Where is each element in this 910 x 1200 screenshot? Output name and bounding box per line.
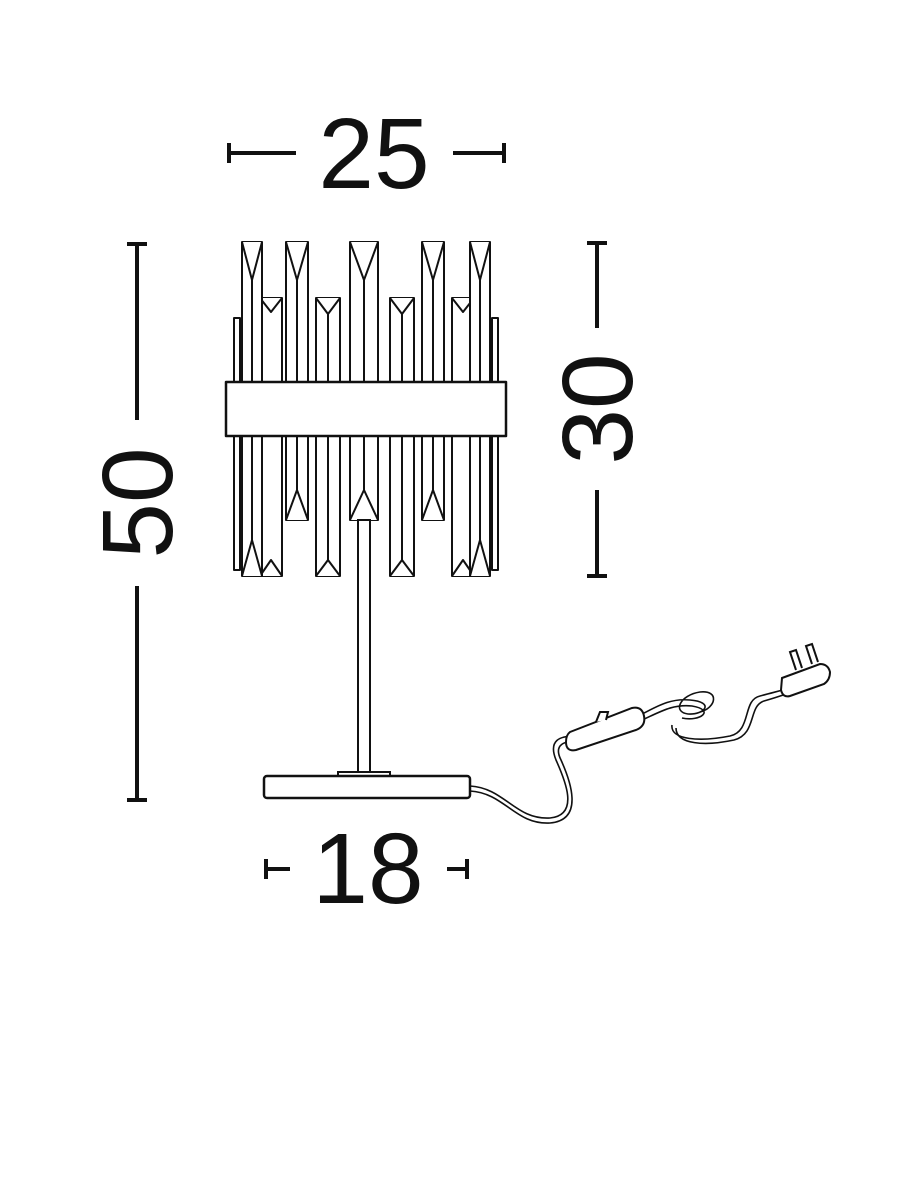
dimension-height-total-label: 50 bbox=[82, 447, 194, 558]
lamp-shade bbox=[224, 241, 508, 577]
lamp-stem bbox=[337, 519, 391, 779]
power-cord bbox=[469, 687, 793, 824]
dimension-height-shade-label: 30 bbox=[542, 353, 654, 464]
dimension-width-top bbox=[227, 143, 506, 163]
power-plug-icon bbox=[779, 642, 832, 698]
dimension-width-top-label: 25 bbox=[318, 98, 429, 210]
dimension-height-shade bbox=[587, 241, 607, 578]
crystal-row-back bbox=[233, 297, 499, 577]
lamp-base bbox=[262, 774, 472, 800]
dimension-height-total bbox=[127, 242, 147, 802]
dimension-width-base bbox=[264, 859, 469, 879]
cord-switch bbox=[564, 706, 646, 752]
dimension-width-base-label: 18 bbox=[312, 813, 423, 925]
shade-band bbox=[224, 380, 508, 438]
